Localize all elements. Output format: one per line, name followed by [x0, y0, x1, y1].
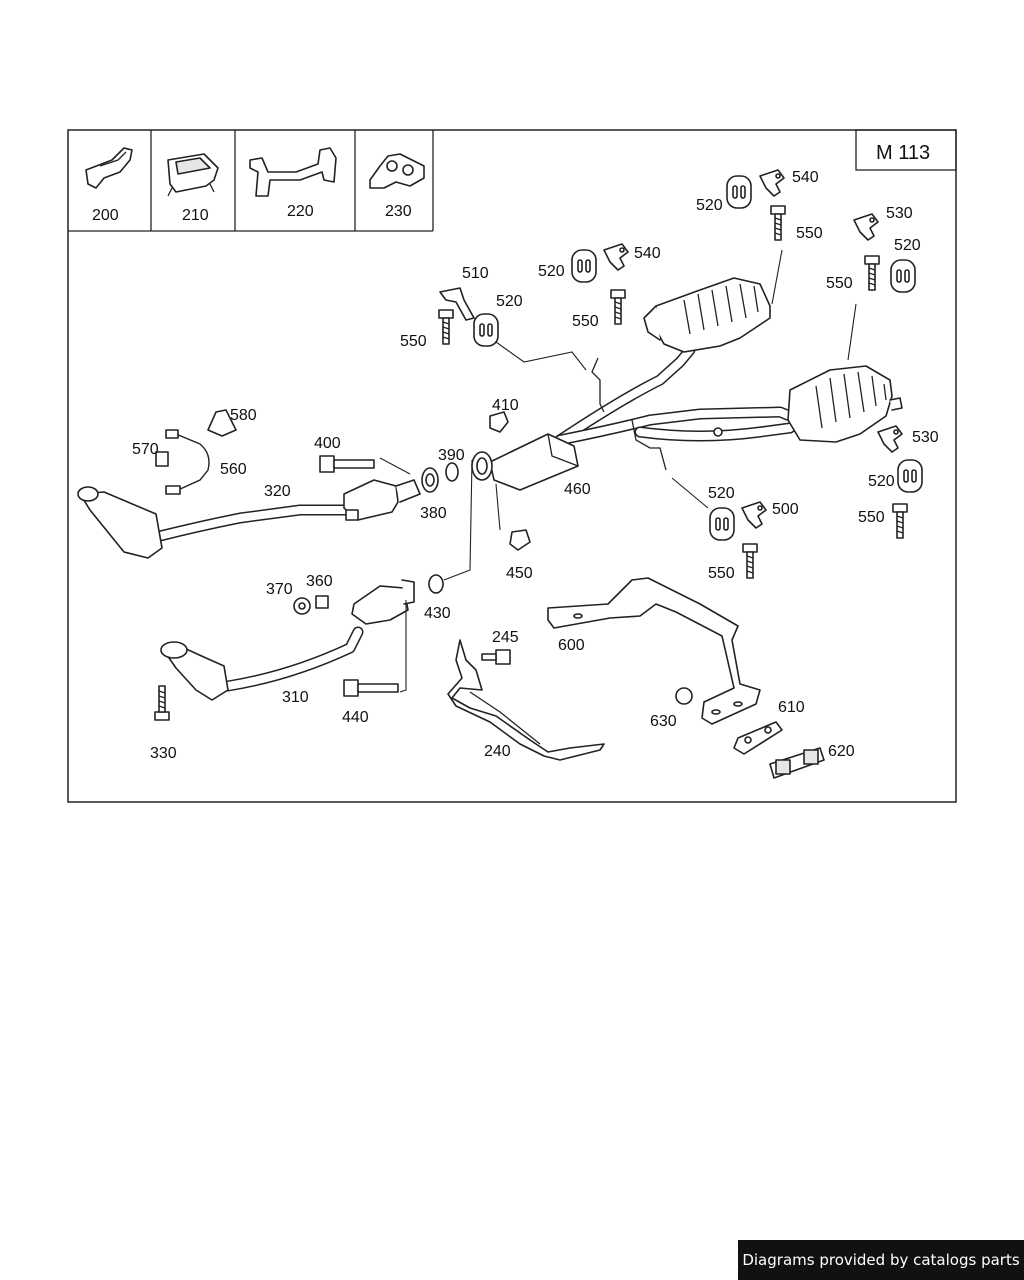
nut-370	[293, 597, 311, 615]
callout-240: 240	[484, 743, 511, 760]
callout-530-b: 530	[912, 429, 939, 446]
callout-500: 500	[772, 501, 799, 518]
callout-520-e: 520	[868, 473, 895, 490]
clip-540-b	[603, 243, 629, 271]
heat-shield-240	[447, 639, 605, 761]
bracket-clip-icon	[85, 147, 133, 189]
bolt-440	[343, 679, 399, 697]
callout-450: 450	[506, 565, 533, 582]
catalog-credit-banner: Diagrams provided by catalogs parts	[738, 1240, 1024, 1280]
callout-200: 200	[92, 207, 119, 224]
callout-630: 630	[650, 713, 677, 730]
callout-550-d: 550	[400, 333, 427, 350]
callout-570: 570	[132, 441, 159, 458]
plate-610	[733, 721, 783, 755]
nut-410	[489, 411, 509, 433]
callout-550-a: 550	[796, 225, 823, 242]
nut-360	[315, 595, 329, 609]
callout-210: 210	[182, 207, 209, 224]
callout-560: 560	[220, 461, 247, 478]
manifold-flange-icon	[369, 153, 425, 189]
hanger-520-f	[709, 507, 735, 541]
bolt-550-e	[892, 503, 908, 539]
front-pipe-320	[77, 479, 421, 559]
callout-440: 440	[342, 709, 369, 726]
hanger-520-c	[571, 249, 597, 283]
washer-630	[675, 687, 693, 705]
callout-520-d: 520	[496, 293, 523, 310]
callout-330: 330	[150, 745, 177, 762]
callout-410: 410	[492, 397, 519, 414]
callout-230: 230	[385, 203, 412, 220]
reference-header-grid	[68, 129, 957, 232]
callout-460: 460	[564, 481, 591, 498]
callout-530-a: 530	[886, 205, 913, 222]
seal-390	[445, 462, 459, 482]
clamp-620	[769, 747, 825, 779]
callout-620: 620	[828, 743, 855, 760]
bolt-330	[154, 685, 170, 721]
callout-540-a: 540	[792, 169, 819, 186]
callout-550-e: 550	[858, 509, 885, 526]
bolt-550-d	[438, 309, 454, 345]
callout-245: 245	[492, 629, 519, 646]
model-code-label: M 113	[876, 142, 930, 164]
bracket-510	[439, 287, 475, 321]
callout-520-a: 520	[696, 197, 723, 214]
callout-430: 430	[424, 605, 451, 622]
hanger-bracket-icon	[167, 153, 219, 197]
clip-500	[741, 501, 767, 529]
support-bracket-600	[547, 577, 761, 725]
oxygen-sensor-560	[165, 429, 210, 495]
rear-muffler-right	[787, 365, 903, 443]
clip-540-a	[759, 169, 785, 197]
seal-430	[428, 574, 444, 594]
gasket-380	[421, 467, 439, 493]
callout-310: 310	[282, 689, 309, 706]
callout-600: 600	[558, 637, 585, 654]
callout-380: 380	[420, 505, 447, 522]
nut-450	[509, 529, 531, 551]
callout-520-b: 520	[894, 237, 921, 254]
support-strap-icon	[249, 147, 337, 197]
bracket-580	[207, 409, 237, 437]
callout-550-c: 550	[572, 313, 599, 330]
rear-muffler-left	[643, 277, 771, 353]
callout-320: 320	[264, 483, 291, 500]
callout-370: 370	[266, 581, 293, 598]
hanger-520-a	[726, 175, 752, 209]
callout-400: 400	[314, 435, 341, 452]
callout-390: 390	[438, 447, 465, 464]
hanger-520-b	[890, 259, 916, 293]
clip-530-a	[853, 213, 879, 241]
bolt-245	[481, 649, 511, 665]
hanger-520-e	[897, 459, 923, 493]
hanger-520-d	[473, 313, 499, 347]
bolt-550-f	[742, 543, 758, 579]
callout-360: 360	[306, 573, 333, 590]
bolt-550-b	[864, 255, 880, 291]
bolt-550-c	[610, 289, 626, 325]
center-pipe-assembly	[471, 344, 806, 491]
callout-520-c: 520	[538, 263, 565, 280]
diagram-frame	[67, 129, 957, 803]
callout-550-f: 550	[708, 565, 735, 582]
bolt-400	[319, 455, 375, 473]
callout-520-f: 520	[708, 485, 735, 502]
bolt-550-a	[770, 205, 786, 241]
callout-580: 580	[230, 407, 257, 424]
callout-550-b: 550	[826, 275, 853, 292]
front-pipe-310	[160, 579, 415, 701]
callout-610: 610	[778, 699, 805, 716]
leader-lines	[379, 249, 857, 693]
callout-220: 220	[287, 203, 314, 220]
callout-510: 510	[462, 265, 489, 282]
connector-570	[155, 451, 169, 467]
callout-540-b: 540	[634, 245, 661, 262]
clip-530-b	[877, 425, 903, 453]
